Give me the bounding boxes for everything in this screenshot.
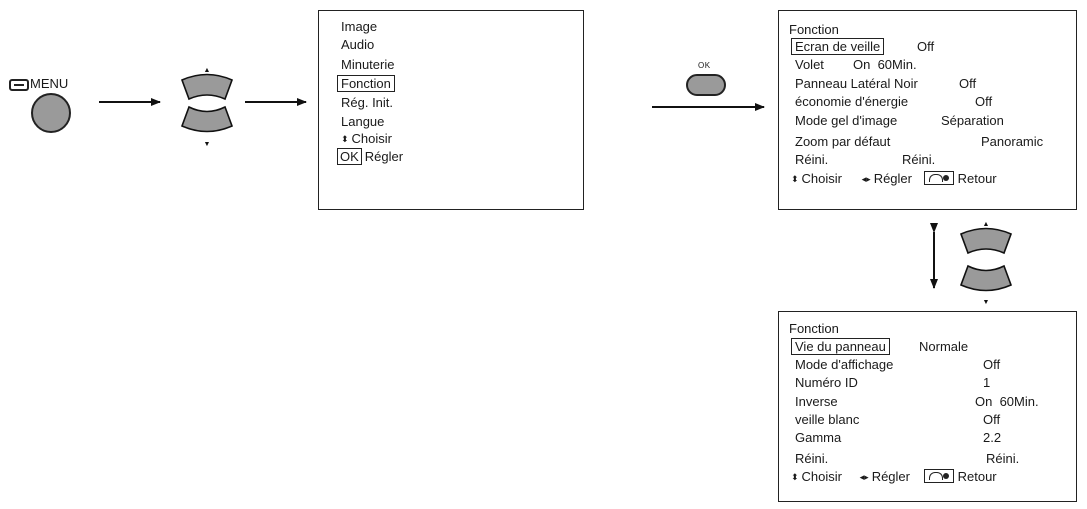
setting-mode-affichage[interactable]: Mode d'affichage	[795, 357, 894, 372]
setting-inverse[interactable]: Inverse	[795, 394, 838, 409]
up-down-selector-2: ▲ ▼	[959, 221, 1013, 306]
svg-text:▼: ▼	[983, 299, 990, 306]
return-key-icon	[923, 469, 954, 483]
up-down-icon: ⬍	[791, 174, 799, 184]
setting-value: Off	[975, 94, 993, 109]
choose-label: Choisir	[801, 469, 843, 484]
choose-hint: ⬍Choisir	[341, 131, 392, 147]
back-label: Retour	[957, 171, 997, 186]
menu-item-image[interactable]: Image	[341, 19, 378, 34]
choose-label: Choisir	[801, 171, 843, 186]
up-down-icon: ⬍	[791, 472, 799, 482]
setting-value: Réini.	[902, 152, 936, 167]
fonction-panel-page-2: Fonction Vie du panneau Normale Mode d'a…	[778, 311, 1077, 502]
up-down-selector-1: ▲ ▼	[180, 67, 234, 148]
set-label: Régler	[873, 171, 912, 186]
panel-footer: ⬍Choisir ◂▸Régler Retour	[791, 469, 997, 485]
set-label: Régler	[364, 149, 404, 164]
setting-reini[interactable]: Réini.	[795, 152, 829, 167]
setting-value: Off	[983, 412, 1001, 427]
setting-value: On 60Min.	[853, 57, 917, 72]
fonction-panel-page-1: Fonction Ecran de veille Off Volet On 60…	[778, 10, 1077, 210]
back-label: Retour	[957, 469, 997, 484]
menu-button[interactable]	[31, 93, 71, 133]
setting-ecran-de-veille-selected[interactable]: Ecran de veille	[791, 38, 885, 55]
setting-vie-du-panneau-selected[interactable]: Vie du panneau	[791, 338, 890, 355]
up-key-icon	[180, 73, 234, 101]
menu-item-minuterie[interactable]: Minuterie	[341, 57, 395, 72]
left-right-icon: ◂▸	[861, 174, 871, 184]
menu-item-fonction-selected[interactable]: Fonction	[337, 75, 395, 92]
choose-label: Choisir	[351, 131, 393, 146]
up-down-icon: ⬍	[341, 134, 349, 144]
up-key-icon	[959, 227, 1013, 255]
svg-text:▲: ▲	[983, 221, 990, 228]
menu-key-icon	[9, 79, 29, 91]
left-right-icon: ◂▸	[859, 472, 869, 482]
setting-value: 2.2	[983, 430, 1002, 445]
ok-key-icon: OK	[337, 148, 362, 165]
setting-reini[interactable]: Réini.	[795, 451, 829, 466]
menu-item-audio[interactable]: Audio	[341, 37, 375, 52]
main-menu-panel: Image Audio Minuterie Fonction Rég. Init…	[318, 10, 584, 210]
setting-value: Réini.	[986, 451, 1020, 466]
setting-panneau-lateral-noir[interactable]: Panneau Latéral Noir	[795, 76, 918, 91]
set-label: Régler	[871, 469, 910, 484]
setting-economie-energie[interactable]: économie d'énergie	[795, 94, 909, 109]
menu-item-reg-init[interactable]: Rég. Init.	[341, 95, 394, 110]
down-key-icon	[959, 264, 1013, 292]
panel-footer: ⬍Choisir ◂▸Régler Retour	[791, 171, 997, 187]
setting-mode-gel-image[interactable]: Mode gel d'image	[795, 113, 898, 128]
panel-title: Fonction	[789, 321, 839, 336]
setting-value: Off	[959, 76, 977, 91]
svg-text:▼: ▼	[204, 141, 211, 148]
setting-numero-id[interactable]: Numéro ID	[795, 375, 858, 390]
setting-value: Off	[983, 357, 1001, 372]
setting-gamma[interactable]: Gamma	[795, 430, 842, 445]
setting-zoom-par-defaut[interactable]: Zoom par défaut	[795, 134, 891, 149]
down-key-icon	[180, 105, 234, 133]
setting-volet[interactable]: Volet	[795, 57, 824, 72]
ok-button-label: OK	[698, 61, 711, 70]
setting-value: Séparation	[941, 113, 1004, 128]
setting-value: 1	[983, 375, 991, 390]
setting-value: Off	[917, 39, 935, 54]
menu-button-label: MENU	[30, 76, 69, 91]
svg-text:▲: ▲	[204, 67, 211, 74]
ok-button[interactable]	[686, 74, 726, 96]
setting-value: On 60Min.	[975, 394, 1039, 409]
menu-item-langue[interactable]: Langue	[341, 114, 385, 129]
setting-value: Normale	[919, 339, 969, 354]
setting-value: Panoramic	[981, 134, 1044, 149]
panel-title: Fonction	[789, 22, 839, 37]
setting-veille-blanc[interactable]: veille blanc	[795, 412, 860, 427]
return-key-icon	[923, 171, 954, 185]
